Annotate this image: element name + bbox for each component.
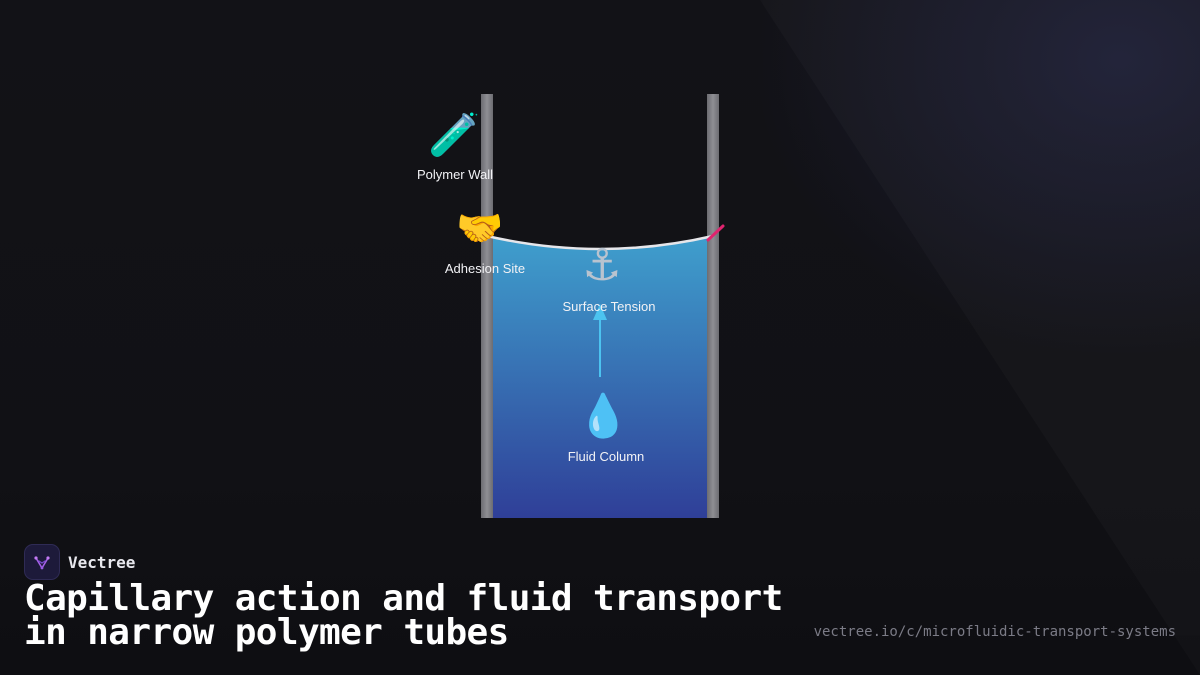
fluid-column-label: Fluid Column bbox=[567, 449, 645, 464]
anchor-icon: ⚓ bbox=[582, 240, 622, 291]
brand: Vectree bbox=[24, 544, 135, 580]
test-tube-icon: 🧪 bbox=[428, 110, 481, 159]
polymer-wall-label: Polymer Wall bbox=[416, 167, 494, 182]
adhesion-site-label: Adhesion Site bbox=[444, 261, 526, 276]
source-url: vectree.io/c/microfluidic-transport-syst… bbox=[813, 624, 1176, 640]
page-title: Capillary action and fluid transport in … bbox=[24, 578, 783, 653]
surface-tension-label: Surface Tension bbox=[562, 299, 656, 314]
tube-wall-left bbox=[481, 94, 493, 518]
contact-angle-marker bbox=[706, 224, 725, 242]
handshake-icon: 🤝 bbox=[456, 206, 504, 250]
meniscus-curve bbox=[486, 234, 714, 251]
rise-arrow-head bbox=[593, 304, 607, 320]
tube-wall-right bbox=[707, 94, 719, 518]
droplet-icon: 💧 bbox=[577, 391, 630, 440]
brand-name: Vectree bbox=[68, 552, 136, 572]
vectree-logo-icon bbox=[24, 544, 60, 580]
